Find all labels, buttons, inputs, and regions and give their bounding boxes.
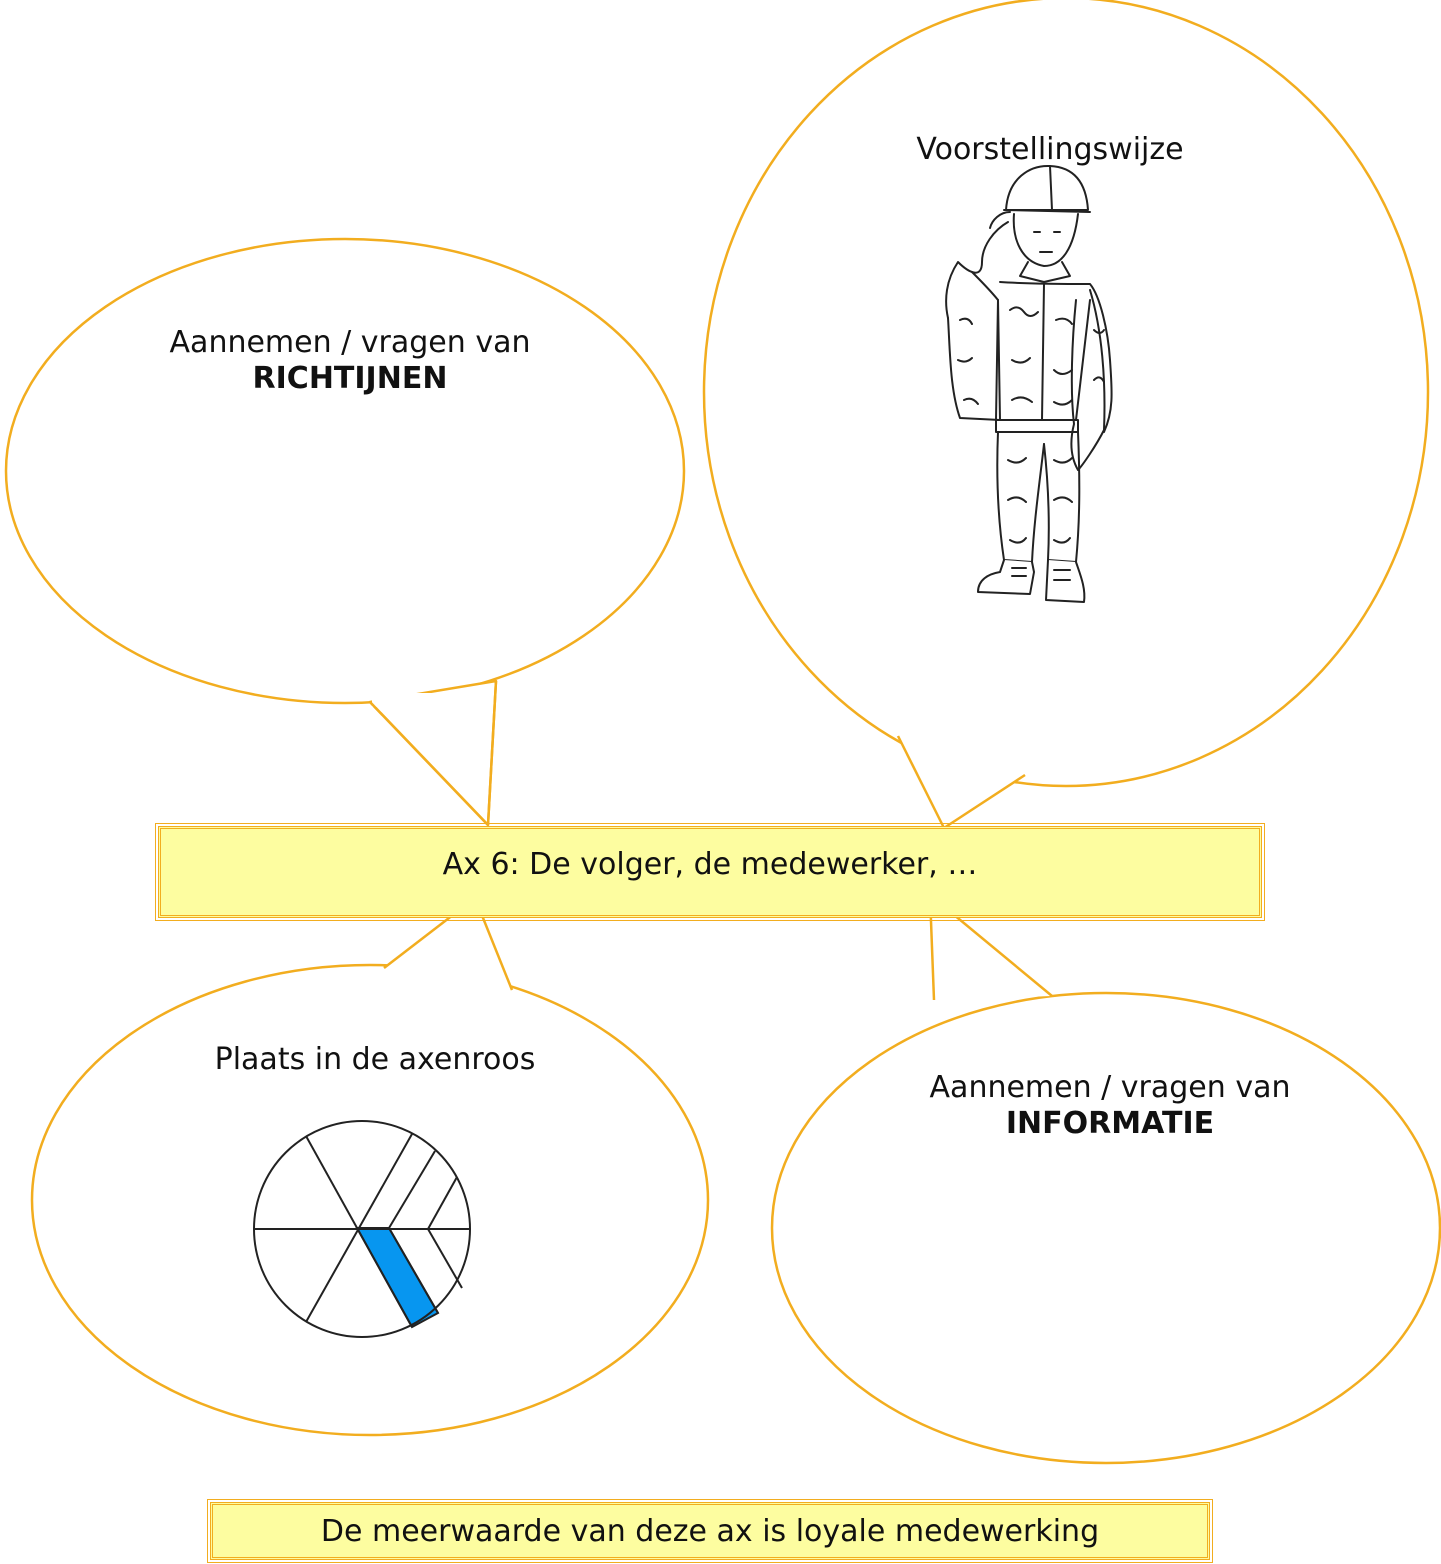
bubble-axenroos bbox=[30, 897, 710, 1437]
center-banner-label: Ax 6: De volger, de medewerker, … bbox=[442, 846, 978, 882]
richtlijnen-line2: RICHTIJNEN bbox=[252, 361, 448, 396]
voorstelling-title: Voorstellingswijze bbox=[916, 132, 1184, 167]
axenroos-wheel-icon bbox=[253, 1120, 471, 1338]
bottom-banner-label: De meerwaarde van deze ax is loyale mede… bbox=[320, 1513, 1100, 1549]
informatie-line2: INFORMATIE bbox=[1005, 1106, 1215, 1141]
saluting-soldier-illustration bbox=[945, 164, 1113, 603]
richtlijnen-text: Aannemen / vragen van RICHTIJNEN bbox=[100, 325, 600, 397]
richtlijnen-line1: Aannemen / vragen van bbox=[169, 325, 531, 360]
bubble-richtlijnen bbox=[4, 237, 686, 827]
bottom-banner: De meerwaarde van deze ax is loyale mede… bbox=[207, 1499, 1213, 1563]
bubble-informatie bbox=[770, 894, 1441, 1465]
informatie-line1: Aannemen / vragen van bbox=[929, 1070, 1291, 1105]
informatie-text: Aannemen / vragen van INFORMATIE bbox=[860, 1070, 1360, 1142]
axenroos-title: Plaats in de axenroos bbox=[214, 1042, 536, 1077]
bubble-voorstelling bbox=[702, 0, 1430, 830]
center-banner: Ax 6: De volger, de medewerker, … bbox=[155, 823, 1265, 921]
